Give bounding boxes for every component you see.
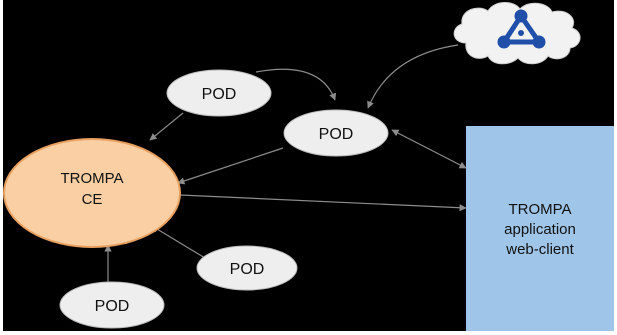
frame-left-edge [0, 0, 3, 335]
pod-bottom-left-label: POD [95, 298, 130, 315]
pod-lower-right-label: POD [230, 261, 265, 278]
edge-pod-top-to-ce [149, 112, 184, 141]
edges [104, 44, 467, 285]
trompa-ce-label-line1: TROMPA [60, 170, 123, 187]
web-client-label-line3: web-client [505, 241, 574, 258]
frame-right-edge [614, 0, 617, 335]
trompa-ce-label-line2: CE [82, 191, 103, 208]
edge-pod-lower-right-to-ce [151, 225, 206, 259]
pod-bottom-left-ellipse [59, 281, 165, 329]
pod-node-center: POD [283, 109, 389, 157]
edge-pod-center-to-ce [177, 147, 284, 185]
frame-bottom-edge [0, 331, 617, 335]
pod-lower-right-ellipse [196, 245, 298, 291]
pod-top-ellipse [166, 69, 272, 117]
edge-pod-top-to-pod-center [255, 68, 337, 101]
graph-node-left [497, 35, 511, 49]
graph-node-right [532, 35, 546, 49]
web-client-box [466, 126, 614, 331]
linked-data-cloud [453, 2, 581, 65]
graph-icon-edges [501, 13, 542, 45]
pod-center-ellipse [283, 109, 389, 157]
pod-top-label: POD [202, 86, 237, 103]
pod-node-bottom-left: POD [59, 281, 165, 329]
cloud-shape [453, 2, 581, 65]
graph-node-top [514, 9, 528, 23]
web-client-node: TROMPA application web-client [466, 126, 614, 331]
edge-cloud-to-pod-center [367, 44, 459, 109]
pod-node-top: POD [166, 69, 272, 117]
edge-pod-center-to-client [391, 129, 467, 169]
edge-ce-to-client [179, 194, 467, 212]
trompa-ce-node: TROMPA CE [3, 138, 181, 248]
pod-center-label: POD [319, 126, 354, 143]
pod-node-lower-right: POD [196, 245, 298, 291]
web-client-label-line2: application [504, 221, 576, 238]
web-client-label-line1: TROMPA [508, 201, 571, 218]
linked-data-graph-icon [497, 9, 546, 49]
trompa-ce-ellipse [3, 138, 181, 248]
graph-node-center [518, 30, 524, 36]
